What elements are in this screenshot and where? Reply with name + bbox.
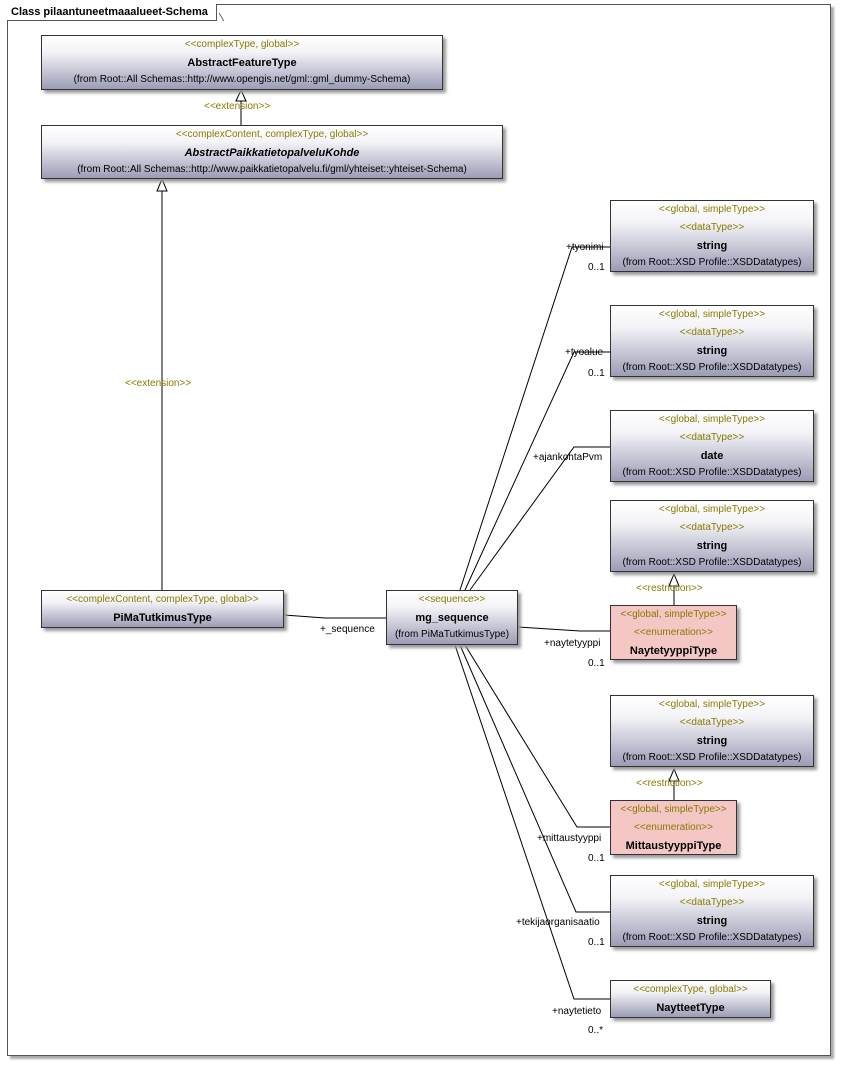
class-name: mg_sequence: [415, 612, 489, 624]
multiplicity-mittaustyyppi: 0..1: [588, 853, 605, 864]
class-name: date: [700, 450, 724, 462]
class-pima-tutkimus-type[interactable]: <<complexContent, complexType, global>> …: [41, 590, 284, 628]
stereotype: <<global, simpleType>>: [620, 609, 727, 620]
stereotype: <<complexContent, complexType, global>>: [175, 129, 369, 140]
multiplicity-naytetieto: 0..*: [588, 1025, 604, 1036]
class-string-naytetyyppi-base[interactable]: <<global, simpleType>> <<dataType>> stri…: [610, 500, 814, 572]
restriction-arrowhead-2: [668, 767, 680, 782]
class-origin: (from Root::XSD Profile::XSDDatatypes): [622, 557, 802, 568]
diagram-title: Class pilaantuneetmaaalueet-Schema: [7, 4, 217, 21]
role-tekijaorganisaatio: +tekijaorganisaatio: [516, 917, 600, 928]
stereotype: <<global, simpleType>>: [658, 309, 766, 320]
stereotype-2: <<dataType>>: [679, 432, 745, 443]
role-naytetyyppi: +naytetyyppi: [544, 638, 601, 649]
stereotype: <<complexType, global>>: [633, 984, 748, 995]
class-name: AbstractFeatureType: [187, 57, 297, 69]
stereotype-2: <<dataType>>: [679, 897, 745, 908]
class-mittaustyyppi-type[interactable]: <<global, simpleType>> <<enumeration>> M…: [610, 800, 737, 855]
link-tyoalue: [464, 351, 610, 591]
multiplicity-tyoalue: 0..1: [588, 368, 605, 379]
stereotype-2: <<dataType>>: [679, 222, 745, 233]
class-string-tyoalue[interactable]: <<global, simpleType>> <<dataType>> stri…: [610, 305, 814, 377]
class-name: string: [696, 915, 728, 927]
class-name: NaytetyyppiType: [629, 645, 718, 657]
stereotype-2: <<enumeration>>: [634, 822, 713, 833]
stereotype: <<complexContent, complexType, global>>: [66, 594, 259, 605]
stereotype: <<global, simpleType>>: [620, 804, 727, 815]
class-name: string: [696, 345, 728, 357]
class-name: PiMaTutkimusType: [113, 612, 212, 624]
class-origin: (from Root::XSD Profile::XSDDatatypes): [622, 362, 802, 373]
extension-arrowhead-top: [235, 88, 247, 102]
multiplicity-tekijaorganisaatio: 0..1: [588, 937, 605, 948]
class-origin: (from Root::XSD Profile::XSDDatatypes): [622, 932, 802, 943]
class-origin: (from Root::All Schemas::http://www.open…: [73, 74, 411, 85]
stereotype: <<global, simpleType>>: [658, 204, 766, 215]
restriction-label-2: <<restriction>>: [636, 778, 703, 789]
class-string-tyonimi[interactable]: <<global, simpleType>> <<dataType>> stri…: [610, 200, 814, 272]
stereotype: <<global, simpleType>>: [658, 699, 766, 710]
stereotype-2: <<dataType>>: [679, 327, 745, 338]
role-ajankohta: +ajankohtaPvm: [533, 452, 603, 463]
class-abstract-feature-type[interactable]: <<complexType, global>> AbstractFeatureT…: [41, 35, 443, 90]
link-ajankohta: [469, 446, 610, 591]
class-mg-sequence[interactable]: <<sequence>> mg_sequence (from PiMaTutki…: [386, 590, 518, 645]
class-origin: (from Root::XSD Profile::XSDDatatypes): [622, 752, 802, 763]
class-naytetyyppi-type[interactable]: <<global, simpleType>> <<enumeration>> N…: [610, 605, 737, 660]
stereotype: <<sequence>>: [418, 594, 486, 605]
link-tyonimi: [459, 246, 610, 591]
class-origin: (from PiMaTutkimusType): [394, 629, 510, 640]
stereotype: <<global, simpleType>>: [658, 879, 766, 890]
stereotype: <<global, simpleType>>: [658, 414, 766, 425]
role-sequence: +_sequence: [320, 624, 375, 635]
class-date[interactable]: <<global, simpleType>> <<dataType>> date…: [610, 410, 814, 482]
stereotype-2: <<enumeration>>: [634, 627, 713, 638]
class-name: MittaustyyppiType: [625, 840, 722, 852]
class-origin: (from Root::All Schemas::http://www.paik…: [77, 164, 467, 175]
class-naytteet-type[interactable]: <<complexType, global>> NaytteetType: [610, 980, 771, 1018]
class-string-mittaustyyppi-base[interactable]: <<global, simpleType>> <<dataType>> stri…: [610, 695, 814, 767]
class-origin: (from Root::XSD Profile::XSDDatatypes): [622, 257, 802, 268]
stereotype-2: <<dataType>>: [679, 522, 745, 533]
link-mittaustyyppi: [464, 644, 610, 828]
role-naytetieto: +naytetieto: [552, 1006, 602, 1017]
multiplicity-naytetyyppi: 0..1: [588, 658, 605, 669]
role-tyonimi: +tyonimi: [566, 242, 604, 253]
class-string-tekijaorganisaatio[interactable]: <<global, simpleType>> <<dataType>> stri…: [610, 875, 814, 947]
extension-label-main: <<extension>>: [125, 378, 192, 389]
sequence-link: [283, 614, 386, 619]
class-name: string: [696, 540, 728, 552]
class-name: NaytteetType: [656, 1002, 725, 1014]
class-name: AbstractPaikkatietopalveluKohde: [184, 147, 360, 159]
stereotype-2: <<dataType>>: [679, 717, 745, 728]
link-naytetieto: [454, 644, 610, 1000]
class-origin: (from Root::XSD Profile::XSDDatatypes): [622, 467, 802, 478]
link-tekija: [459, 644, 610, 913]
class-abstract-paikkatietopalvelu-kohde[interactable]: <<complexContent, complexType, global>> …: [41, 125, 503, 179]
extension-label-top: <<extension>>: [204, 101, 271, 112]
restriction-arrowhead-1: [668, 572, 680, 587]
class-name: string: [696, 240, 728, 252]
multiplicity-tyonimi: 0..1: [588, 262, 605, 273]
stereotype: <<complexType, global>>: [184, 39, 300, 50]
link-naytetyyppi: [517, 626, 610, 632]
restriction-label-1: <<restriction>>: [636, 583, 703, 594]
stereotype: <<global, simpleType>>: [658, 504, 766, 515]
role-mittaustyyppi: +mittaustyyppi: [537, 833, 602, 844]
class-name: string: [696, 735, 728, 747]
role-tyoalue: +tyoalue: [565, 347, 604, 358]
extension-arrowhead-main: [156, 177, 168, 192]
